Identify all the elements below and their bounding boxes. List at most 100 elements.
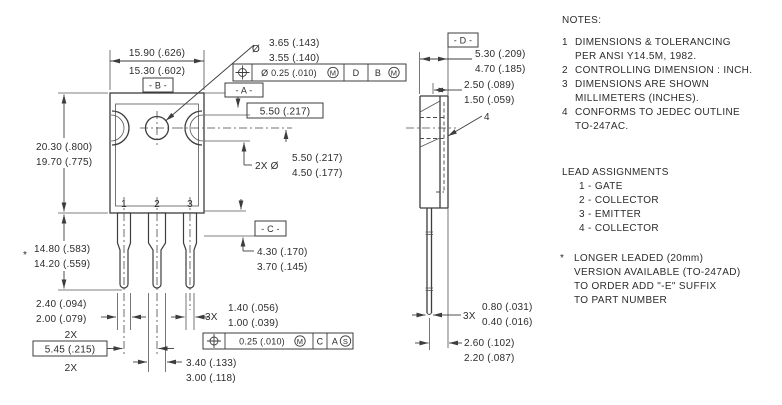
datum-c-box <box>254 220 287 237</box>
dim-notch-diameter: 2X Ø 5.50 (.217) 4.50 (.177) <box>204 114 343 179</box>
datum-a-box <box>224 82 264 98</box>
note-number: 2 <box>562 65 568 76</box>
side-view: - D - 5.30 (.209) 4.70 (.185) 2.50 (.089… <box>406 32 533 364</box>
tab-reference-number: 4 <box>484 112 490 123</box>
dim-outer-lead-width: 2.40 (.094) 2.00 (.079) 2X <box>36 299 146 341</box>
fcf-hole-position: Ø 0.25 (.010) M D B M <box>232 63 407 82</box>
notch-dia-min: 4.50 (.177) <box>292 168 343 179</box>
lead-assignments-title: LEAD ASSIGNMENTS <box>562 167 669 178</box>
mmc-modifier-icon <box>327 66 339 79</box>
notes-section: NOTES: 1 DIMENSIONS & TOLERANCING PER AN… <box>562 14 777 134</box>
datum-c-label: - C - <box>261 224 280 234</box>
position-symbol-icon <box>235 65 250 80</box>
side-body <box>406 47 456 350</box>
lead-assignments-section: LEAD ASSIGNMENTS 1 - GATE 2 - COLLECTOR … <box>562 166 777 236</box>
lead-tip-thickness-qty: 3X <box>463 311 476 322</box>
note-text: CONFORMS TO JEDEC OUTLINE TO-247AC. <box>575 107 741 132</box>
lead-tip-width-max: 1.40 (.056) <box>228 303 279 314</box>
hole-offset-value: 5.50 (.217) <box>260 107 311 118</box>
datum-d: - D - <box>447 32 479 48</box>
dim-lead-thickness: 2.60 (.102) 2.20 (.087) <box>415 338 515 364</box>
mmc-modifier-icon <box>294 335 306 347</box>
fcf-bot-tolerance: 0.25 (.010) <box>239 337 285 347</box>
front-view: 1 2 3 15.90 (.626) 15.30 (.602) - B - Ø … <box>23 38 407 384</box>
dim-lead-length: * 14.80 (.583) 14.20 (.559) <box>23 214 122 291</box>
note-item: 4 CONFORMS TO JEDEC OUTLINE TO-247AC. <box>562 106 777 134</box>
fcf-top-datum-1: D <box>353 68 360 78</box>
note-item: 2 CONTROLLING DIMENSION : INCH. <box>562 64 777 78</box>
note-number: 3 <box>562 79 568 90</box>
pin-2-number: 2 <box>154 199 160 210</box>
lead-assignment-item: 4 - COLLECTOR <box>579 223 659 234</box>
lead-length-min: 14.20 (.559) <box>34 259 90 270</box>
tab-thickness-max: 2.50 (.089) <box>464 80 515 91</box>
body-height-max: 20.30 (.800) <box>36 142 92 153</box>
standoff-max: 4.30 (.170) <box>257 247 308 258</box>
pin-1-number: 1 <box>121 199 127 210</box>
lead-pitch-value: 5.45 (.215) <box>45 345 96 356</box>
standoff-min: 3.70 (.145) <box>257 262 308 273</box>
lead-assignment-item: 2 - COLLECTOR <box>579 195 659 206</box>
body-height-min: 19.70 (.775) <box>36 157 92 168</box>
body-width-min: 15.30 (.602) <box>129 66 185 77</box>
footnote-section: * LONGER LEADED (20mm) VERSION AVAILABLE… <box>560 252 778 308</box>
dim-lead-pitch: 5.45 (.215) 2X <box>32 340 174 374</box>
outer-lead-qty: 2X <box>65 330 78 341</box>
body-depth-min: 4.70 (.185) <box>475 64 526 75</box>
left-notch <box>111 110 130 146</box>
hole-dia-min: 3.55 (.140) <box>269 53 320 64</box>
leads: 1 2 3 <box>116 197 198 372</box>
lead-tip-width-min: 1.00 (.039) <box>228 318 279 329</box>
mmc-modifier-icon <box>388 66 400 79</box>
lead-assignment-item: 3 - EMITTER <box>579 209 642 220</box>
datum-d-label: - D - <box>454 36 473 46</box>
fcf-top-datum-2: B <box>375 68 381 78</box>
body-width-max: 15.90 (.626) <box>129 48 185 59</box>
package-body <box>109 92 205 214</box>
note-item: 3 DIMENSIONS ARE SHOWN MILLIMETERS (INCH… <box>562 78 777 106</box>
dim-lead-tip-width: 3X 1.40 (.056) 1.00 (.039) <box>171 303 279 329</box>
notes-title: NOTES: <box>562 15 602 26</box>
footnote-marker: * <box>560 253 565 264</box>
lead-tip-thickness-min: 0.40 (.016) <box>482 317 533 328</box>
body-depth-max: 5.30 (.209) <box>475 49 526 60</box>
center-lead-width-min: 3.00 (.118) <box>186 373 236 384</box>
fcf-bot-datum-2-modifier: S <box>343 337 348 346</box>
datum-a-label: - A - <box>235 86 252 96</box>
note-text: CONTROLLING DIMENSION : INCH. <box>575 65 753 76</box>
pin-3-number: 3 <box>187 199 193 210</box>
side-lead <box>426 208 433 313</box>
dim-standoff: - C - 4.30 (.170) 3.70 (.145) <box>204 199 308 273</box>
fcf-top-modifier: M <box>330 68 336 77</box>
datum-b-label: - B - <box>149 81 167 91</box>
datum-b-box <box>142 77 174 93</box>
note-text: DIMENSIONS & TOLERANCING PER ANSI Y14.5M… <box>575 37 731 62</box>
lead-tip-qty: 3X <box>205 312 218 323</box>
note-text: DIMENSIONS ARE SHOWN MILLIMETERS (INCHES… <box>575 79 710 104</box>
lead-thickness-min: 2.20 (.087) <box>464 353 515 364</box>
fcf-bot-datum-2: A <box>332 337 338 347</box>
dim-hole-diameter: Ø 3.65 (.143) 3.55 (.140) <box>165 38 320 121</box>
lead-pitch-qty: 2X <box>65 363 78 374</box>
notch-dia-max: 5.50 (.217) <box>292 153 343 164</box>
dim-body-height: 20.30 (.800) 19.70 (.775) <box>36 92 108 214</box>
lead-thickness-max: 2.60 (.102) <box>464 338 515 349</box>
note-number: 1 <box>562 37 568 48</box>
fcf-top-datum-2-modifier: M <box>391 68 397 77</box>
center-lead-width-max: 3.40 (.133) <box>186 358 237 369</box>
fcf-top-tolerance: Ø 0.25 (.010) <box>261 68 317 78</box>
lead-length-star: * <box>23 250 27 261</box>
lead-length-max: 14.80 (.583) <box>34 244 90 255</box>
fcf-lead-position: 0.25 (.010) M C A S <box>202 332 354 350</box>
note-number: 4 <box>562 107 568 118</box>
right-notch <box>184 110 203 146</box>
footnote-text: LONGER LEADED (20mm) VERSION AVAILABLE (… <box>574 253 741 306</box>
tab-thickness-min: 1.50 (.059) <box>464 95 515 106</box>
tab-reference: 4 <box>447 112 490 137</box>
notch-qty: 2X Ø <box>255 161 279 172</box>
dim-lead-tip-thickness: 3X 0.80 (.031) 0.40 (.016) <box>412 302 533 328</box>
dim-body-width: 15.90 (.626) 15.30 (.602) - B - <box>109 48 205 93</box>
hole-dia-max: 3.65 (.143) <box>269 38 320 49</box>
